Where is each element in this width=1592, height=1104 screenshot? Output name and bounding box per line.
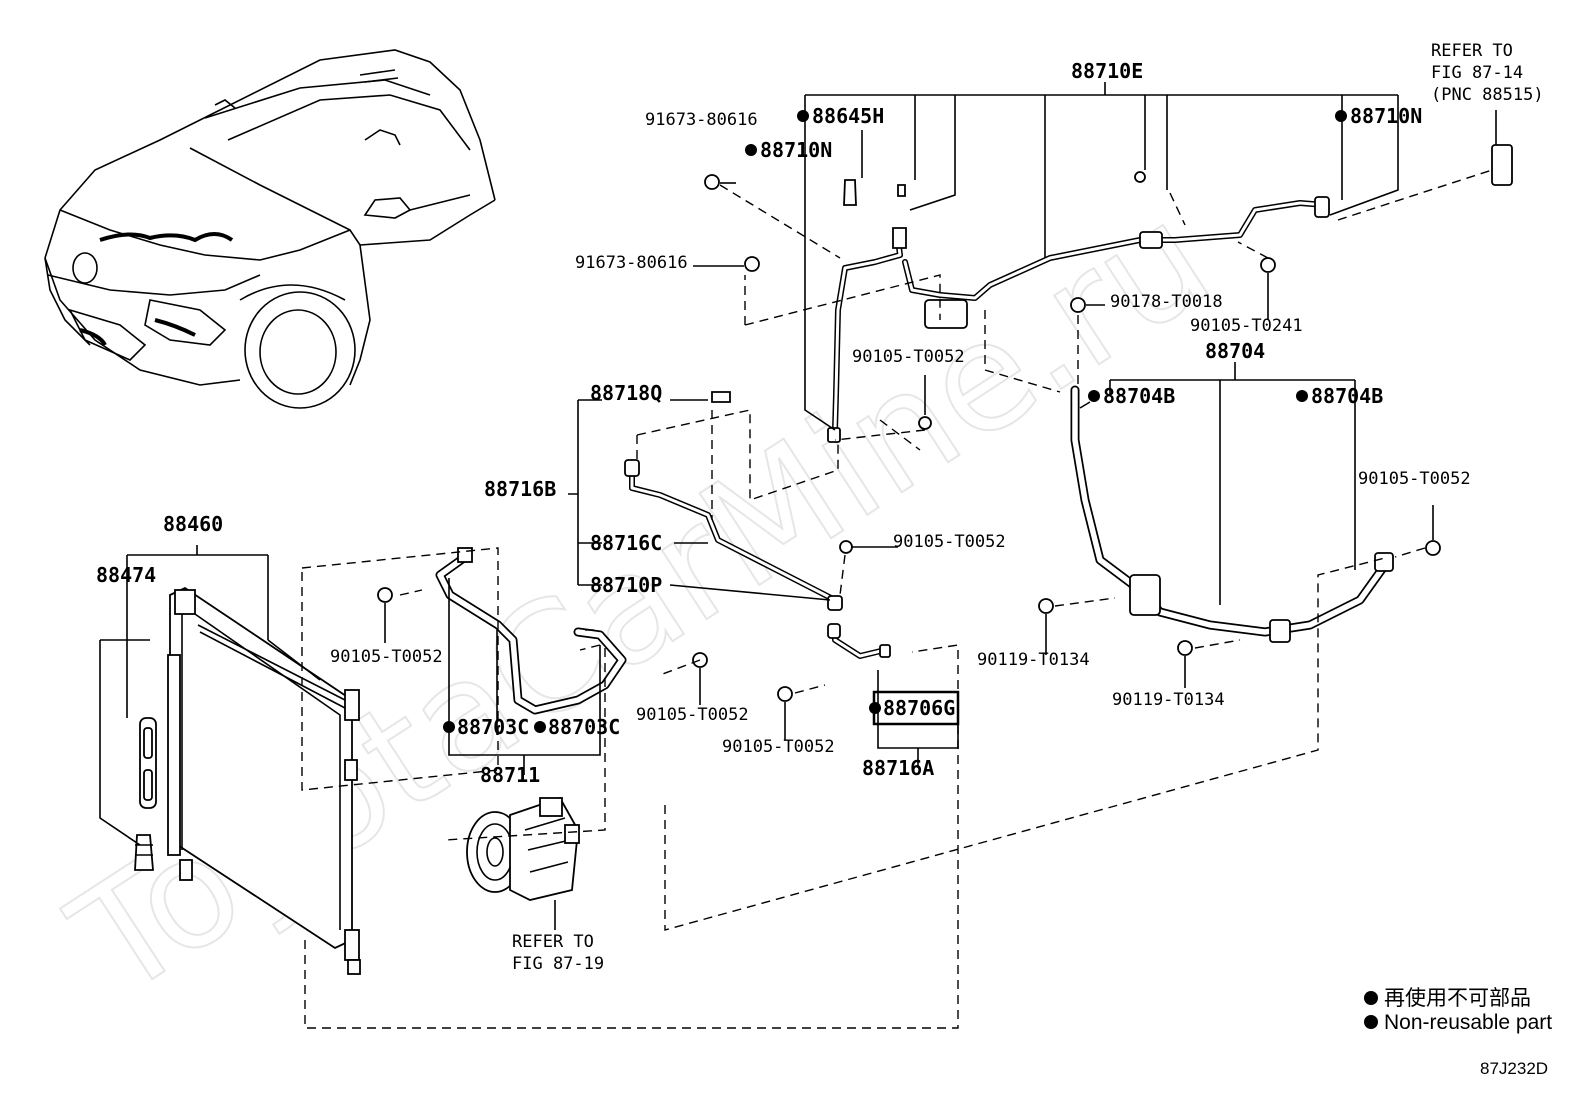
refer-compressor-line1: REFER TO bbox=[512, 932, 594, 952]
legend-en: Non-reusable part bbox=[1384, 1011, 1552, 1034]
label-88704B-left: 88704B bbox=[1103, 384, 1175, 408]
label-90105-T0052-d: 90105-T0052 bbox=[330, 647, 443, 667]
non-reusable-marker bbox=[1088, 390, 1100, 402]
label-88710N-right: 88710N bbox=[1350, 104, 1422, 128]
receiver-88474 bbox=[134, 717, 157, 871]
non-reusable-marker bbox=[534, 721, 546, 733]
label-88710N-left: 88710N bbox=[760, 138, 832, 162]
dashed-lines bbox=[301, 169, 1493, 1029]
label-88716A: 88716A bbox=[862, 756, 934, 780]
label-88710P: 88710P bbox=[590, 573, 662, 597]
label-91673-80616-bottom: 91673-80616 bbox=[575, 253, 688, 273]
pipe-88710N bbox=[827, 179, 907, 443]
non-reusable-marker bbox=[745, 144, 757, 156]
label-90105-T0052-b: 90105-T0052 bbox=[1358, 469, 1471, 489]
label-88711: 88711 bbox=[480, 763, 540, 787]
label-90105-T0052-f: 90105-T0052 bbox=[722, 737, 835, 757]
label-90105-T0052-c: 90105-T0052 bbox=[893, 532, 1006, 552]
non-reusable-marker bbox=[797, 110, 809, 122]
non-reusable-marker bbox=[1335, 110, 1347, 122]
label-88716C: 88716C bbox=[590, 531, 662, 555]
pipe-88716A bbox=[827, 623, 891, 659]
label-90119-T0134-a: 90119-T0134 bbox=[977, 650, 1090, 670]
label-90105-T0052-e: 90105-T0052 bbox=[636, 705, 749, 725]
label-91673-80616-top: 91673-80616 bbox=[645, 110, 758, 130]
label-88704B-right: 88704B bbox=[1311, 384, 1383, 408]
label-90178-T0018: 90178-T0018 bbox=[1110, 292, 1223, 312]
label-88645H: 88645H bbox=[812, 104, 884, 128]
condenser-88460 bbox=[167, 586, 361, 975]
label-90119-T0134-b: 90119-T0134 bbox=[1112, 690, 1225, 710]
legend: 再使用不可部品 Non-reusable part bbox=[1364, 987, 1552, 1034]
hose-88704 bbox=[1070, 385, 1394, 643]
bolts bbox=[377, 171, 1441, 702]
refer-compressor-line2: FIG 87-19 bbox=[512, 954, 604, 974]
pipe-88710E bbox=[902, 144, 1513, 329]
label-88704: 88704 bbox=[1205, 339, 1265, 363]
label-88710E: 88710E bbox=[1071, 59, 1143, 83]
label-88460: 88460 bbox=[163, 512, 223, 536]
label-88474: 88474 bbox=[96, 563, 156, 587]
legend-marker-en bbox=[1364, 1015, 1378, 1029]
watermark-text: ToyotaCarMine.ru bbox=[44, 171, 1239, 1031]
vehicle-illustration bbox=[44, 49, 496, 409]
non-reusable-marker bbox=[1296, 390, 1308, 402]
refer-top-line3: (PNC 88515) bbox=[1431, 85, 1544, 105]
pipe-88716C bbox=[624, 459, 843, 611]
non-reusable-marker bbox=[869, 702, 881, 714]
leader-lines bbox=[99, 82, 1497, 846]
label-88718Q: 88718Q bbox=[590, 381, 662, 405]
label-88703C-left: 88703C bbox=[457, 715, 529, 739]
non-reusable-marker bbox=[443, 721, 455, 733]
part-labels: 88710E 88645H 88710N 88710N 91673-80616 … bbox=[96, 41, 1544, 974]
legend-jp: 再使用不可部品 bbox=[1384, 987, 1531, 1010]
label-90105-T0052-a: 90105-T0052 bbox=[852, 347, 965, 367]
figure-code: 87J232D bbox=[1480, 1059, 1548, 1078]
refer-top-line1: REFER TO bbox=[1431, 41, 1513, 61]
label-90105-T0241: 90105-T0241 bbox=[1190, 316, 1303, 336]
legend-marker-jp bbox=[1364, 991, 1378, 1005]
label-88706G: 88706G bbox=[883, 696, 955, 720]
label-88703C-right: 88703C bbox=[548, 715, 620, 739]
label-88716B: 88716B bbox=[484, 477, 556, 501]
refer-top-line2: FIG 87-14 bbox=[1431, 63, 1523, 83]
compressor bbox=[466, 796, 580, 901]
